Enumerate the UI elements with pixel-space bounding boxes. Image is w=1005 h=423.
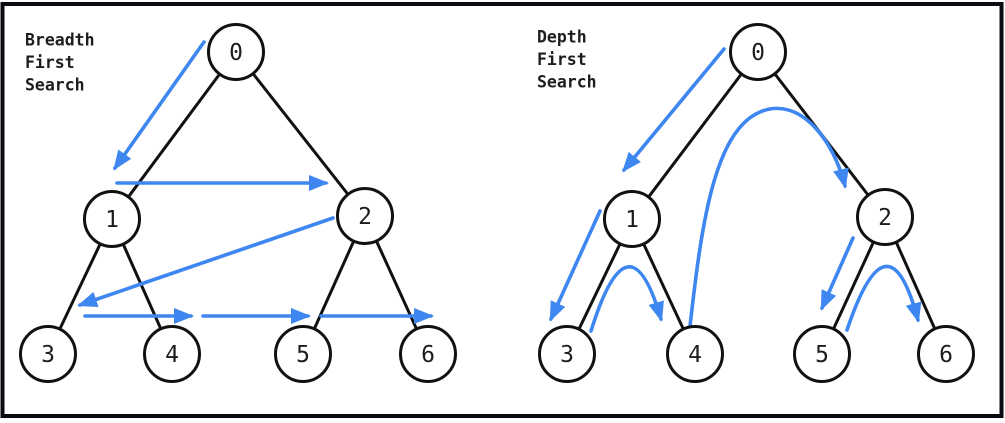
dfs-arrow-0-to-1: [622, 47, 726, 173]
dfs-edge-0-1: [630, 50, 760, 221]
bfs-node-0-circle: [207, 23, 265, 81]
dfs-node-0-label: 0: [751, 40, 765, 66]
dfs-node-1: 1: [603, 190, 661, 248]
bfs-panel: Breadth First Search: [19, 23, 457, 383]
bfs-tree-nodes: 0 1 2 3 4: [19, 23, 457, 383]
dfs-node-5: 5: [793, 325, 851, 383]
bfs-node-1-label: 1: [105, 207, 119, 233]
dfs-arrow-3-to-4: [589, 265, 664, 333]
dfs-node-4: 4: [666, 325, 724, 383]
dfs-title-line-2: First: [537, 50, 587, 69]
bfs-node-4-label: 4: [165, 342, 179, 368]
bfs-node-2: 2: [336, 187, 394, 245]
dfs-node-3: 3: [538, 325, 596, 383]
bfs-node-3: 3: [19, 325, 77, 383]
bfs-node-0-label: 0: [229, 40, 243, 66]
dfs-node-1-circle: [603, 190, 661, 248]
dfs-title-line-3: Search: [537, 73, 597, 92]
bfs-node-1: 1: [83, 190, 141, 248]
dfs-node-2: 2: [856, 188, 914, 246]
dfs-traversal-arrows: [549, 47, 922, 333]
bfs-node-6-label: 6: [421, 342, 435, 368]
dfs-node-6-circle: [917, 325, 975, 383]
bfs-node-5-label: 5: [296, 342, 310, 368]
bfs-edge-0-2: [234, 50, 367, 218]
dfs-title-line-1: Depth: [537, 28, 587, 47]
dfs-tree-nodes: 0 1 2 3 4: [538, 23, 975, 383]
dfs-node-4-label: 4: [688, 342, 702, 368]
bfs-node-2-circle: [336, 187, 394, 245]
dfs-node-1-label: 1: [625, 207, 639, 233]
dfs-node-5-circle: [793, 325, 851, 383]
dfs-arrow-1-to-3: [549, 209, 602, 322]
bfs-node-2-label: 2: [358, 204, 372, 230]
bfs-title-line-1: Breadth: [25, 31, 95, 50]
bfs-arrow-2-to-3: [77, 216, 335, 308]
dfs-arrow-5-to-6: [845, 264, 922, 332]
dfs-node-2-circle: [856, 188, 914, 246]
bfs-arrow-0-to-1: [113, 40, 206, 171]
bfs-title-line-2: First: [25, 53, 75, 72]
bfs-title-line-3: Search: [25, 76, 85, 95]
dfs-panel: Depth First Search: [537, 23, 975, 383]
dfs-node-4-circle: [666, 325, 724, 383]
bfs-node-0: 0: [207, 23, 265, 81]
dfs-node-0: 0: [729, 23, 787, 81]
bfs-edge-0-1: [110, 50, 238, 221]
dfs-node-0-circle: [729, 23, 787, 81]
bfs-node-4: 4: [143, 325, 201, 383]
dfs-node-6-label: 6: [939, 342, 953, 368]
dfs-node-5-label: 5: [815, 342, 829, 368]
bfs-node-5: 5: [274, 325, 332, 383]
bfs-node-3-label: 3: [41, 342, 55, 368]
bfs-node-6-circle: [399, 325, 457, 383]
dfs-panel-title: Depth First Search: [537, 28, 597, 92]
bfs-node-4-circle: [143, 325, 201, 383]
bfs-panel-title: Breadth First Search: [25, 31, 95, 95]
dfs-arrow-4-to-2: [688, 106, 849, 328]
dfs-node-2-label: 2: [878, 205, 892, 231]
dfs-arrow-2-to-5: [820, 236, 855, 311]
dfs-node-6: 6: [917, 325, 975, 383]
bfs-traversal-arrows: [77, 40, 434, 324]
bfs-node-3-circle: [19, 325, 77, 383]
bfs-node-6: 6: [399, 325, 457, 383]
bfs-node-1-circle: [83, 190, 141, 248]
dfs-node-3-label: 3: [560, 342, 574, 368]
bfs-node-5-circle: [274, 325, 332, 383]
dfs-node-3-circle: [538, 325, 596, 383]
